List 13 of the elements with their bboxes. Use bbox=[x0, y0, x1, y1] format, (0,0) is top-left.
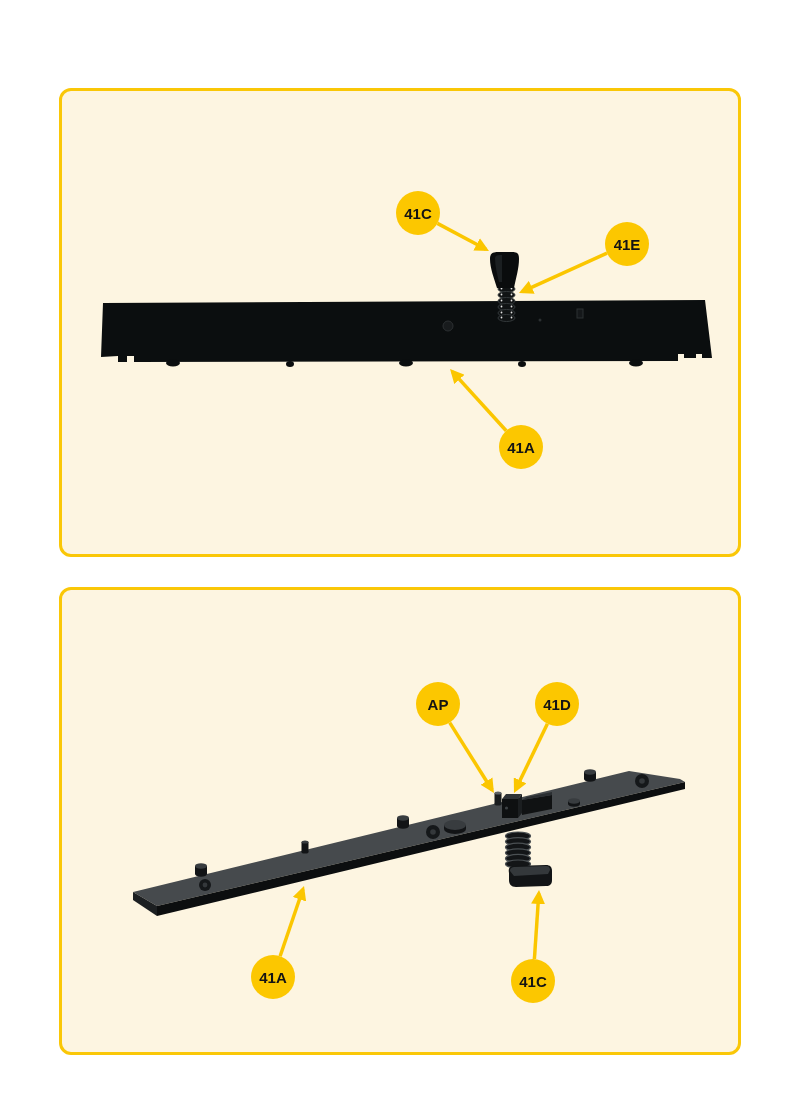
leader-arrow bbox=[436, 221, 489, 251]
callout-number: 41C bbox=[511, 959, 555, 1003]
leader-arrow bbox=[519, 251, 608, 294]
callout-number: 41C bbox=[396, 191, 440, 235]
callout-number: 41D bbox=[535, 682, 579, 726]
leader-arrow bbox=[450, 369, 508, 432]
callout-number: AP bbox=[416, 682, 460, 726]
callout-number: 41A bbox=[499, 425, 543, 469]
rail-drawing bbox=[101, 300, 712, 367]
callout-number: 41E bbox=[605, 222, 649, 266]
callout-number: 41A bbox=[251, 955, 295, 999]
knob-drawing bbox=[490, 252, 519, 288]
illustration-panel bbox=[59, 88, 741, 557]
